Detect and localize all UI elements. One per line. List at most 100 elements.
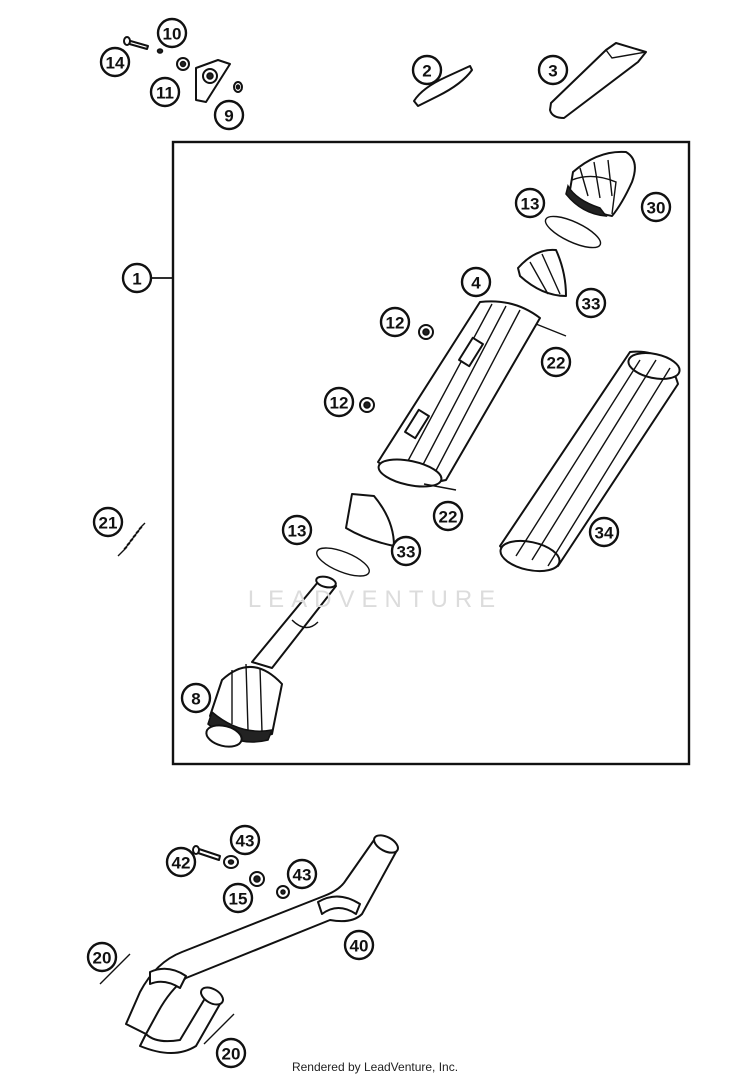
callout-circle — [99, 46, 131, 78]
callout-33b: 33 — [390, 535, 422, 567]
nut-12-upper — [418, 324, 434, 340]
header-pipe-40 — [125, 834, 399, 1054]
heat-shield-2 — [413, 65, 473, 107]
callout-4: 4 — [460, 266, 492, 298]
assembly-frame — [171, 140, 691, 766]
cone-33-upper — [517, 248, 567, 297]
callout-circle — [640, 191, 672, 223]
callout-20a: 20 — [86, 941, 118, 973]
bolt-14 — [123, 36, 149, 50]
callout-8: 8 — [180, 682, 212, 714]
callout-label: 13 — [521, 195, 540, 214]
callout-label: 43 — [293, 866, 312, 885]
callout-43a: 43 — [229, 824, 261, 856]
callout-label: 13 — [288, 522, 307, 541]
packing-tube-34 — [499, 350, 681, 573]
washer-9 — [233, 81, 243, 93]
screw-22-upper — [535, 323, 567, 337]
callout-circle — [575, 287, 607, 319]
callout-circle — [460, 266, 492, 298]
callout-circle — [92, 506, 124, 538]
callout-circle — [156, 17, 188, 49]
callout-30: 30 — [640, 191, 672, 223]
callout-label: 10 — [163, 25, 182, 44]
callout-circle — [379, 306, 411, 338]
cone-33-lower — [345, 493, 395, 547]
callout-13a: 13 — [514, 187, 546, 219]
callout-21: 21 — [92, 506, 124, 538]
callout-circle — [323, 386, 355, 418]
spring-20-upper — [99, 953, 131, 985]
callout-40: 40 — [343, 929, 375, 961]
callout-label: 34 — [595, 524, 614, 543]
callout-circle — [121, 262, 153, 294]
callout-circle — [432, 500, 464, 532]
callout-circle — [180, 682, 212, 714]
callout-label: 11 — [156, 84, 174, 103]
callout-2: 2 — [411, 54, 443, 86]
callout-circle — [86, 941, 118, 973]
callout-circle — [343, 929, 375, 961]
nut-11 — [176, 57, 190, 71]
callout-43b: 43 — [286, 858, 318, 890]
callout-label: 9 — [224, 107, 233, 126]
callout-label: 21 — [99, 514, 118, 533]
callout-3: 3 — [537, 54, 569, 86]
callout-circle — [390, 535, 422, 567]
callout-circle — [229, 824, 261, 856]
washer-10 — [156, 48, 164, 54]
o-ring-13-lower — [316, 547, 370, 577]
spring-20-lower — [203, 1013, 235, 1045]
bolt-42 — [192, 845, 221, 861]
callout-label: 40 — [350, 937, 369, 956]
callout-11: 11 — [149, 76, 181, 108]
callout-circle — [165, 846, 197, 878]
heat-shield-3 — [549, 42, 647, 119]
callout-circle — [281, 514, 313, 546]
callout-label: 22 — [547, 354, 566, 373]
footer-credit: Rendered by LeadVenture, Inc. — [291, 1060, 459, 1074]
callout-circle — [537, 54, 569, 86]
bracket — [195, 59, 231, 103]
callout-label: 20 — [222, 1045, 241, 1064]
callout-33a: 33 — [575, 287, 607, 319]
callout-15: 15 — [222, 882, 254, 914]
inner-pipe-8 — [205, 575, 337, 748]
callout-circle — [213, 99, 245, 131]
callout-circle — [540, 346, 572, 378]
callout-20b: 20 — [215, 1037, 247, 1069]
nut-12-lower — [359, 397, 375, 413]
callout-12b: 12 — [323, 386, 355, 418]
callout-label: 30 — [647, 199, 666, 218]
callout-label: 14 — [106, 54, 125, 73]
callout-circle — [222, 882, 254, 914]
callout-22a: 22 — [540, 346, 572, 378]
callout-22b: 22 — [432, 500, 464, 532]
o-ring-13-upper — [544, 215, 602, 249]
callout-circle — [588, 516, 620, 548]
callout-34: 34 — [588, 516, 620, 548]
callout-42: 42 — [165, 846, 197, 878]
callout-label: 1 — [132, 270, 141, 289]
callout-10: 10 — [156, 17, 188, 49]
callout-label: 33 — [582, 295, 601, 314]
callout-14: 14 — [99, 46, 131, 78]
end-cap-30 — [565, 150, 636, 217]
callout-label: 4 — [471, 274, 481, 293]
callout-label: 43 — [236, 832, 255, 851]
callout-label: 22 — [439, 508, 458, 527]
callout-label: 3 — [548, 62, 557, 81]
callout-label: 8 — [191, 690, 200, 709]
callout-label: 33 — [397, 543, 416, 562]
callout-circle — [411, 54, 443, 86]
callout-circle — [286, 858, 318, 890]
nut-15 — [249, 871, 265, 887]
callout-circle — [514, 187, 546, 219]
callout-label: 12 — [330, 394, 349, 413]
silencer-sleeve-4 — [377, 300, 541, 488]
callout-label: 20 — [93, 949, 112, 968]
callout-label: 42 — [172, 854, 191, 873]
callout-circle — [215, 1037, 247, 1069]
